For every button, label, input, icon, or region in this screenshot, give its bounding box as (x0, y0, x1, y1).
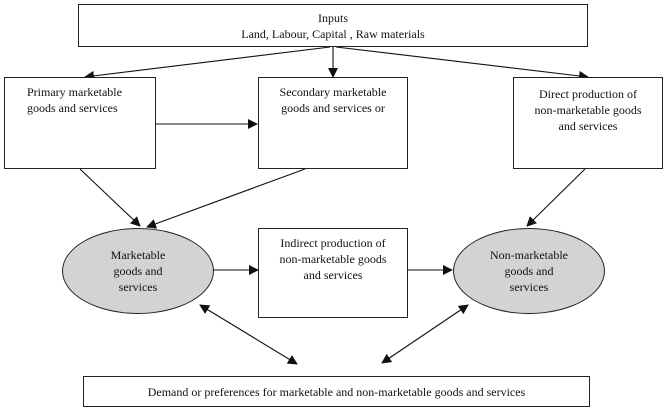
demand-label: Demand or preferences for marketable and… (147, 385, 526, 399)
inputs-detail: Land, Labour, Capital , Raw materials (241, 27, 425, 41)
direct-line-2: non-marketable goods (534, 103, 642, 117)
marketable-goods-ellipse: Marketable goods and services (62, 228, 214, 314)
non-marketable-goods-ellipse: Non-marketable goods and services (453, 228, 605, 314)
direct-line-1: Direct production of (539, 87, 637, 101)
indirect-line-2: non-marketable goods (279, 252, 387, 266)
arrow-nonmarketable-demand (381, 304, 469, 364)
primary-line-2: goods and services (27, 101, 118, 115)
indirect-line-1: Indirect production of (280, 236, 386, 250)
arrow-marketable-demand (199, 304, 298, 365)
secondary-line-2: goods and services or (281, 101, 385, 115)
nonmarketable-line-1: Non-marketable (490, 248, 568, 262)
arrow-inputs-to-primary (84, 46, 331, 81)
primary-goods-box: Primary marketable goods and services (4, 77, 156, 169)
nonmarketable-line-2: goods and (504, 264, 554, 278)
indirect-line-3: and services (303, 268, 363, 282)
arrow-direct-to-nonmarketable (526, 168, 586, 227)
nonmarketable-line-3: services (509, 280, 549, 294)
arrow-secondary-to-marketable (146, 168, 306, 229)
direct-line-3: and services (558, 119, 618, 133)
marketable-line-2: goods and (113, 264, 163, 278)
secondary-goods-box: Secondary marketable goods and services … (258, 77, 408, 169)
direct-production-box: Direct production of non-marketable good… (513, 77, 663, 169)
primary-line-1: Primary marketable (27, 85, 122, 99)
arrow-primary-to-marketable (79, 168, 141, 227)
demand-box: Demand or preferences for marketable and… (83, 376, 590, 407)
secondary-line-1: Secondary marketable (279, 85, 387, 99)
inputs-title: Inputs (318, 11, 348, 25)
arrow-inputs-to-direct (335, 46, 589, 81)
indirect-production-box: Indirect production of non-marketable go… (258, 228, 408, 318)
marketable-line-1: Marketable (110, 248, 166, 262)
inputs-box: Inputs Land, Labour, Capital , Raw mater… (78, 4, 588, 47)
marketable-line-3: services (118, 280, 158, 294)
